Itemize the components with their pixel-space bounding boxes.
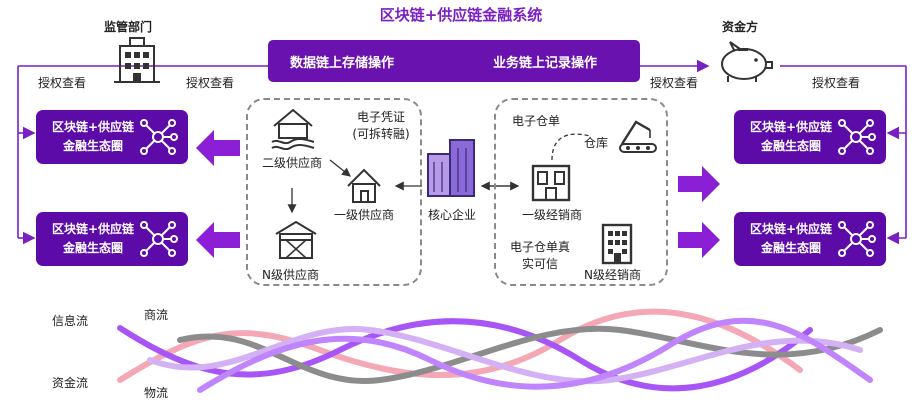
commerce-flow-label: 商流 xyxy=(144,308,169,322)
ecosystem-line1: 区块链+供应链 xyxy=(51,222,135,236)
voucher-line2: (可拆转融) xyxy=(352,127,410,141)
house-icon xyxy=(347,168,381,203)
ecosystem-line2: 金融生态圈 xyxy=(62,139,123,153)
ecosystem-line2: 金融生态圈 xyxy=(760,241,821,255)
trust-label: 电子仓单真 实可信 xyxy=(508,238,572,272)
internal-arrows xyxy=(287,133,591,214)
crane-icon xyxy=(619,120,657,153)
ecosystem-line1: 区块链+供应链 xyxy=(749,120,833,134)
regulator-view-left: 授权查看 xyxy=(38,76,87,90)
voucher-line1: 电子凭证 xyxy=(356,110,405,124)
ecosystem-line2: 金融生态圈 xyxy=(760,139,821,153)
funder-label: 资金方 xyxy=(722,20,759,34)
trust-line1: 电子仓单真 xyxy=(509,240,570,254)
ecosystem-box-left-bottom: 区块链+供应链金融生态圈 xyxy=(36,212,188,266)
tier1-dealer-label: 一级经销商 xyxy=(522,208,583,222)
trust-line2: 实可信 xyxy=(521,257,558,271)
network-icon xyxy=(838,221,876,257)
regulator-view-right: 授权查看 xyxy=(186,76,235,90)
left-block-arrows xyxy=(196,130,240,258)
tier2-supplier-label: 二级供应商 xyxy=(262,156,323,170)
core-enterprise-label: 核心企业 xyxy=(428,208,477,222)
wave-logistics xyxy=(147,326,863,385)
ecosystem-line2: 金融生态圈 xyxy=(62,241,123,255)
flow-waves xyxy=(117,308,883,393)
storefront-icon xyxy=(531,164,571,202)
network-icon xyxy=(838,119,876,155)
top-bar: 数据链上存储操作 业务链上记录操作 xyxy=(268,40,640,82)
right-block-arrows xyxy=(678,166,720,258)
wave-info xyxy=(117,308,803,383)
tiern-supplier-label: N级供应商 xyxy=(262,268,319,282)
regulator-label: 监管部门 xyxy=(104,20,153,34)
top-bar-left-label: 数据链上存储操作 xyxy=(290,56,395,71)
logistics-flow-label: 物流 xyxy=(144,386,169,400)
warehouse-label: 仓库 xyxy=(584,136,609,150)
top-bar-right-label: 业务链上记录操作 xyxy=(493,56,598,71)
network-icon xyxy=(140,221,178,257)
office-tower-icon xyxy=(427,139,475,197)
ecosystem-line1: 区块链+供应链 xyxy=(749,222,833,236)
building-icon xyxy=(114,37,160,83)
funds-flow-label: 资金流 xyxy=(52,376,89,390)
funder-view-right: 授权查看 xyxy=(812,76,861,90)
warehouse-icon xyxy=(275,220,317,259)
receipt-label: 电子仓单 xyxy=(512,114,561,128)
tier1-supplier-label: 一级供应商 xyxy=(334,208,395,222)
ecosystem-box-left-top: 区块链+供应链金融生态圈 xyxy=(36,110,188,164)
ecosystem-box-right-bottom: 区块链+供应链金融生态圈 xyxy=(734,212,886,266)
factory-wave-icon xyxy=(271,108,315,150)
ecosystem-box-right-top: 区块链+供应链金融生态圈 xyxy=(734,110,886,164)
supplier-group xyxy=(246,98,422,286)
dealer-group xyxy=(494,98,668,286)
tiern-dealer-label: N级经销商 xyxy=(584,268,641,282)
wave-funds xyxy=(177,325,883,384)
piggy-bank-icon xyxy=(721,41,773,82)
voucher-label: 电子凭证 (可拆转融) xyxy=(348,108,414,142)
funder-view-left: 授权查看 xyxy=(650,76,699,90)
diagram-title: 区块链+供应链金融系统 xyxy=(379,6,543,24)
network-icon xyxy=(140,119,178,155)
ecosystem-line1: 区块链+供应链 xyxy=(51,120,135,134)
wave-commerce xyxy=(117,318,813,392)
right-auth-connector xyxy=(640,59,907,245)
apartment-icon xyxy=(601,223,633,265)
wave-purple-2 xyxy=(197,317,873,393)
info-flow-label: 信息流 xyxy=(52,314,89,328)
